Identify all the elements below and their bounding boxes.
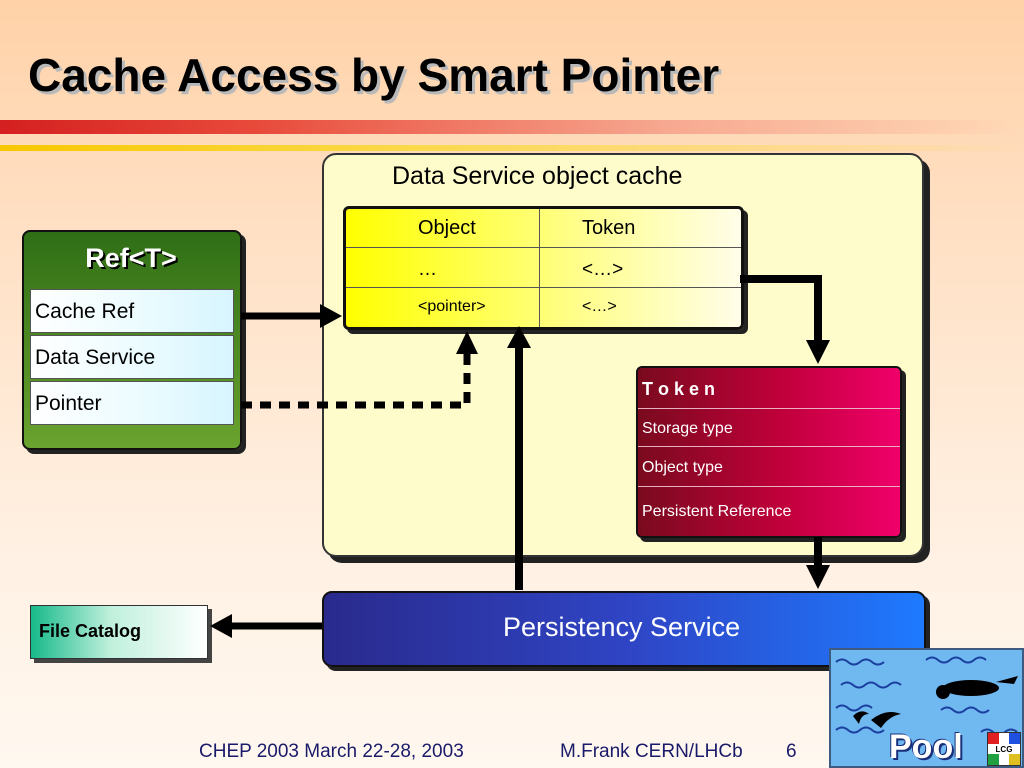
table-column-divider [539,209,540,327]
table-row-divider [346,247,741,248]
file-catalog-box [30,605,208,659]
footer-page-number: 6 [786,741,797,762]
pool-logo-text: Pool [889,728,963,766]
token-row-divider [638,446,900,447]
file-catalog-label: File Catalog [39,621,142,641]
table-row-divider [346,287,741,288]
ref-row-pointer: Pointer [30,381,234,425]
cache-title: Data Service object cache [392,162,683,190]
persistency-service-box [322,591,926,667]
persistency-service-label: Persistency Service [503,612,741,642]
table-cell: <…> [582,298,617,315]
ref-row-data-service: Data Service [30,335,234,379]
footer-conference: CHEP 2003 March 22-28, 2003 [199,741,464,762]
object-token-table: Object Token … <…> <pointer> <…> [343,206,744,330]
token-box: T o k e n Storage type Object type Persi… [636,366,902,538]
token-row-divider [638,486,900,487]
pool-logo-graphic [835,656,1018,736]
table-cell: … [418,259,437,280]
footer-author: M.Frank CERN/LHCb [560,741,743,762]
table-cell: <…> [582,259,624,280]
table-cell-pointer: <pointer> [418,298,486,315]
token-row-divider [638,408,900,409]
arrow-persistency-to-file-catalog [210,614,322,638]
token-row-object-type: Object type [642,459,723,476]
pool-logo: Pool LCG [829,648,1024,768]
title-underline-red [0,120,1024,134]
lcg-badge-text: LCG [995,745,1013,754]
lcg-badge: LCG [987,732,1021,766]
ref-row-cache-ref: Cache Ref [30,289,234,333]
table-header-object: Object [418,217,476,239]
title-underline-yellow [0,145,1024,151]
token-row-storage-type: Storage type [642,420,733,437]
ref-title: Ref<T> [85,243,177,273]
token-row-persistent-reference: Persistent Reference [642,503,792,520]
slide-title: Cache Access by Smart Pointer [28,49,720,101]
token-title: T o k e n [642,379,716,399]
table-header-token: Token [582,217,636,239]
